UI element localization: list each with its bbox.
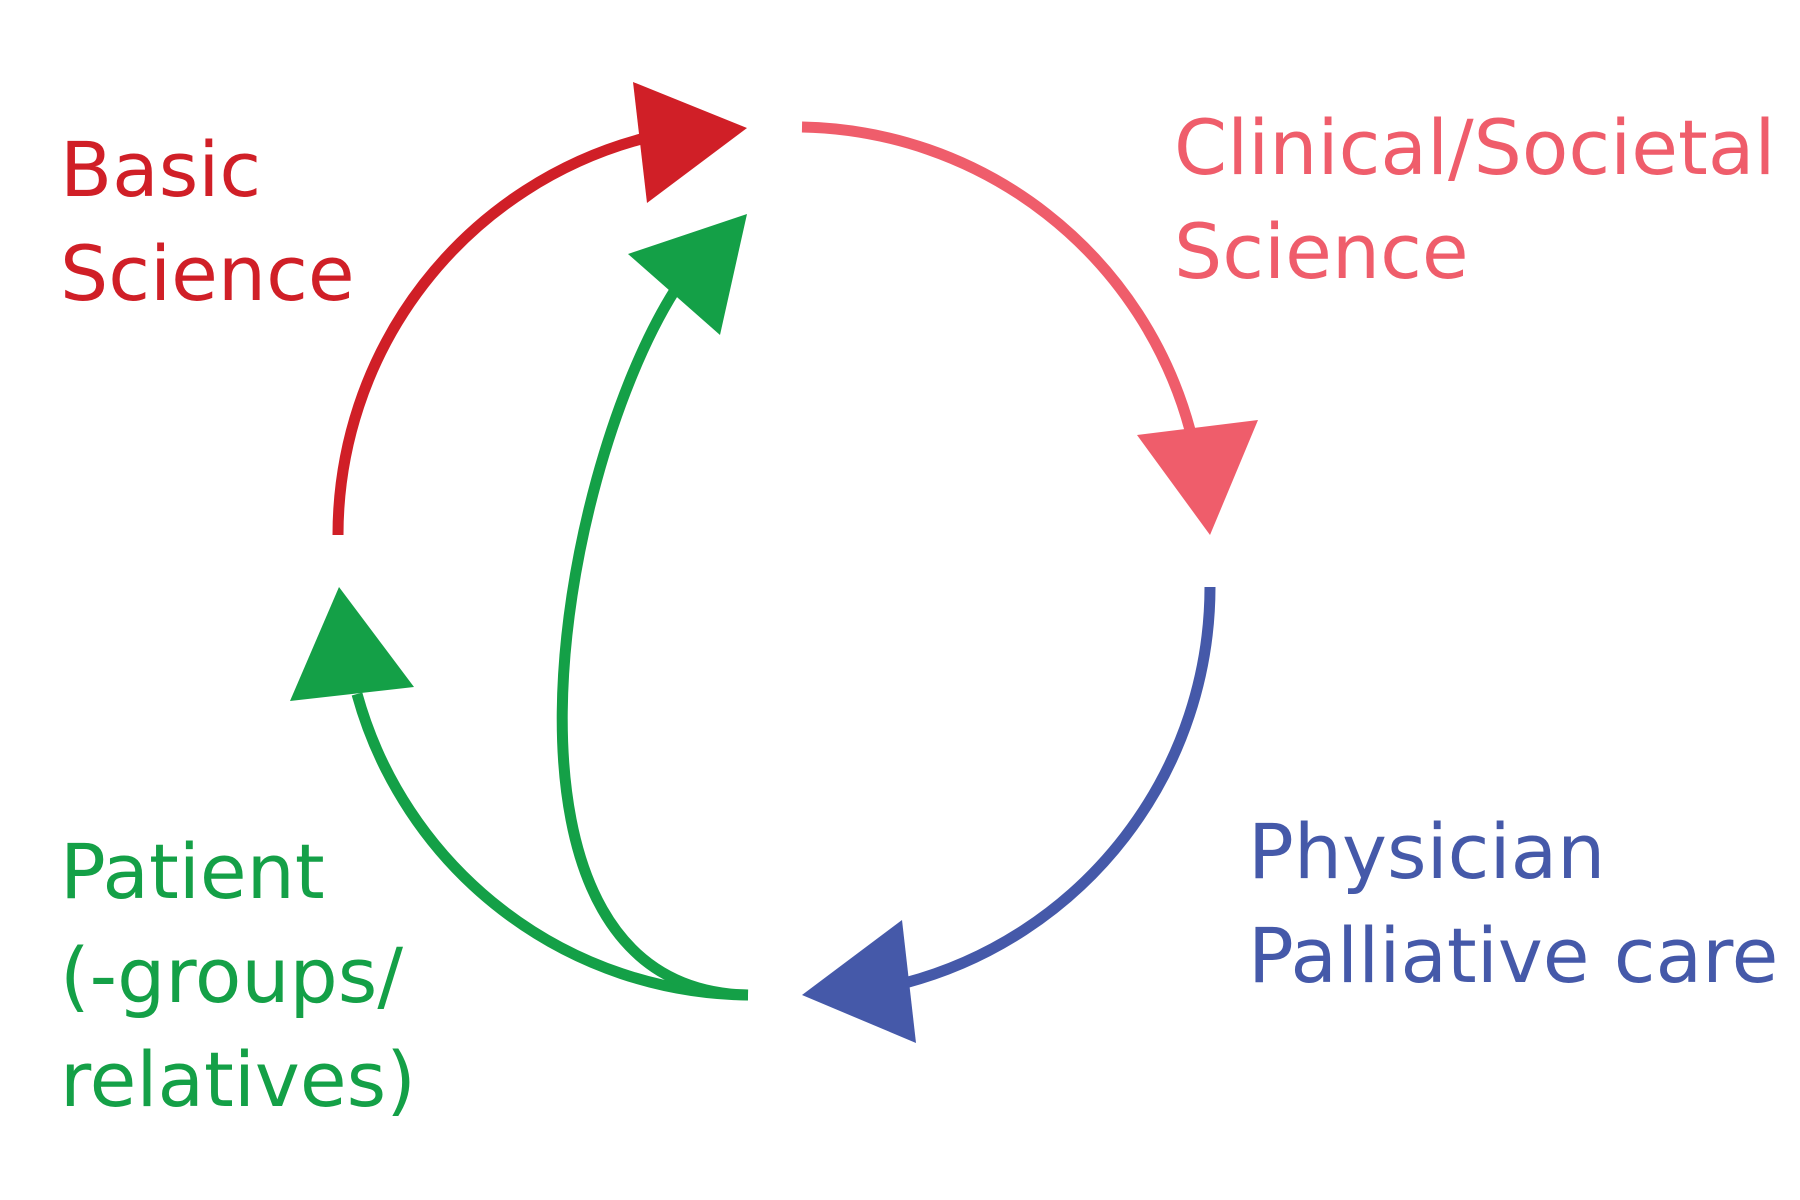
node-clinical-line1: Clinical/Societal: [1174, 103, 1776, 192]
arrowhead-basic-to-clinical: [633, 82, 747, 203]
arc-physician-to-patient: [903, 586, 1216, 989]
node-physician-line1: Physician: [1248, 807, 1606, 896]
node-patient-line2: (-groups/: [60, 931, 404, 1020]
node-basic-science-line2: Science: [60, 229, 355, 318]
arc-patient-to-basic: [351, 692, 749, 1001]
node-clinical-societal-science: Clinical/Societal Science: [1174, 96, 1776, 304]
arc-clinical-to-physician: [801, 121, 1196, 432]
node-patient-groups-relatives: Patient (-groups/ relatives): [60, 820, 416, 1132]
arc-basic-to-clinical: [332, 132, 647, 536]
node-physician-palliative-care: Physician Palliative care: [1248, 800, 1778, 1008]
arrowhead-patient-to-clinical: [628, 214, 747, 335]
arrowhead-physician-to-patient: [802, 920, 916, 1043]
node-patient-line1: Patient: [60, 827, 325, 916]
node-basic-science-line1: Basic: [60, 125, 262, 214]
node-physician-line2: Palliative care: [1248, 911, 1779, 1000]
arc-patient-to-clinical: [556, 287, 749, 1001]
arrowhead-clinical-to-physician: [1137, 420, 1258, 535]
arrowhead-patient-to-basic: [290, 587, 414, 701]
node-basic-science: Basic Science: [60, 118, 355, 326]
node-patient-line3: relatives): [60, 1035, 416, 1124]
node-clinical-line2: Science: [1174, 207, 1469, 296]
